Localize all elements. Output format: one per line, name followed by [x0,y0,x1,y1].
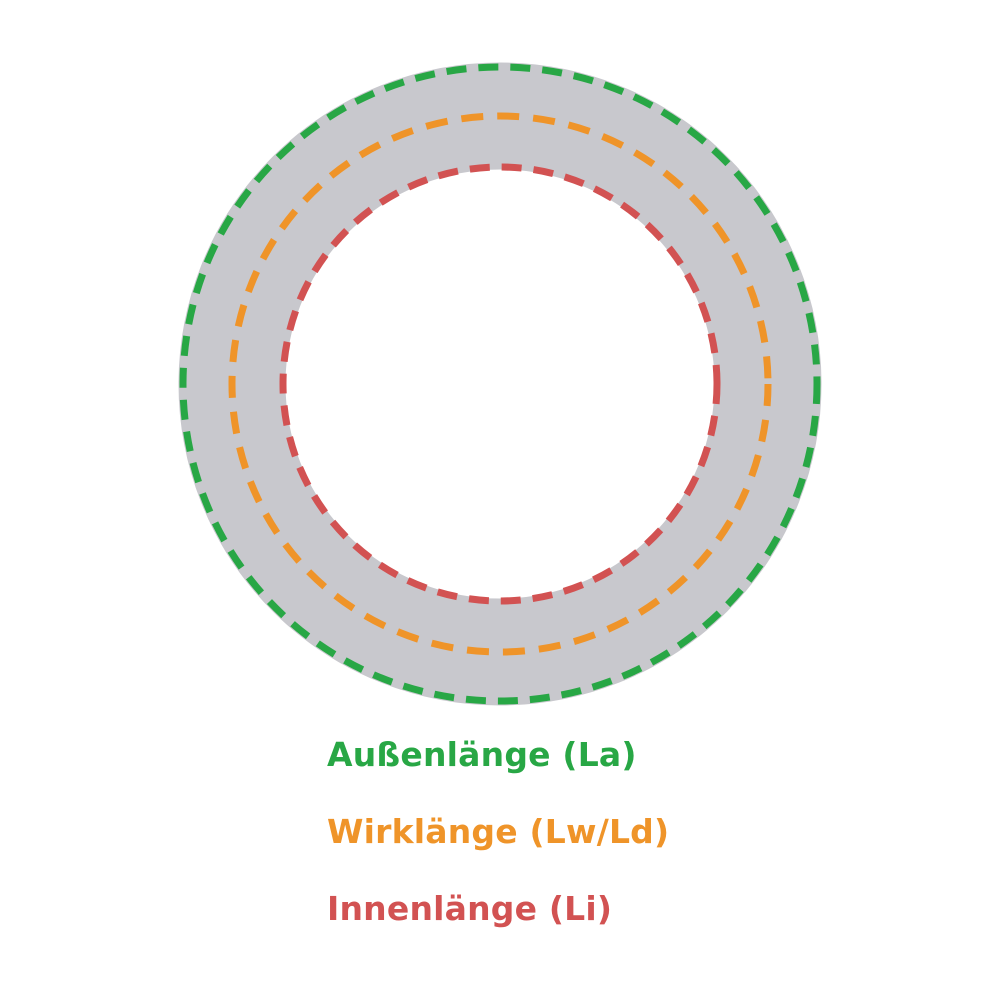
legend: Außenlänge (La) Wirklänge (Lw/Ld) Innenl… [327,735,669,966]
inner-length-line [279,163,721,605]
pitch-length-line [228,112,772,656]
outer-length-line [179,63,821,705]
legend-item-inner-length: Innenlänge (Li) [327,889,613,928]
legend-item-pitch-length: Wirklänge (Lw/Ld) [327,812,670,851]
legend-item-outer-length: Außenlänge (La) [327,735,637,774]
